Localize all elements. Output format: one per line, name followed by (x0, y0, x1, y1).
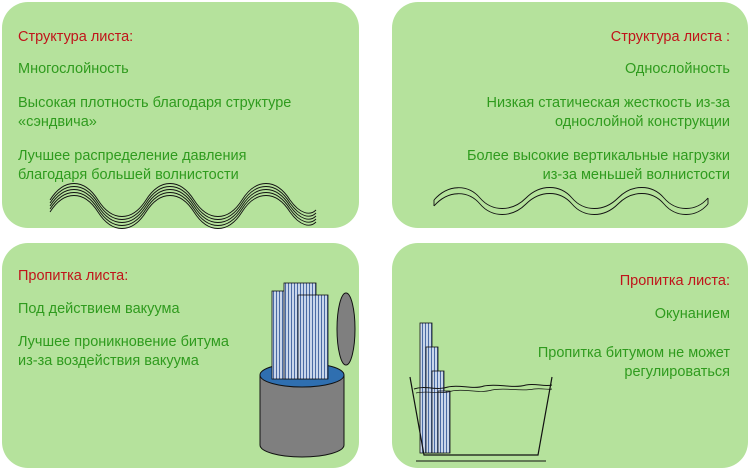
panel-text-line: из-за воздействия вакуума (18, 353, 199, 369)
panel-multilayer-structure: Структура листа: Многослойность Высокая … (2, 2, 359, 229)
panel-text-line: Под действием вакуума (18, 301, 180, 317)
panel-heading: Пропитка листа: (619, 273, 730, 289)
panel-text-line: благодаря большей волнистости (18, 167, 239, 183)
dip-tank-illustration (409, 322, 553, 462)
panel-text-line: «сэндвича» (18, 114, 97, 130)
singlelayer-wave-illustration (433, 187, 709, 215)
panel-heading: Структура листа: (18, 29, 134, 45)
panel-text-line: регулироваться (624, 364, 730, 380)
panel-text-line: однослойной конструкции (555, 114, 730, 130)
panel-singlelayer-structure: Структура листа : Однослойность Низкая с… (392, 2, 748, 228)
panel-text-line: Многослойность (18, 61, 129, 77)
panel-dip-impregnation: Пропитка листа: Окунанием Пропитка битум… (392, 243, 748, 468)
panel-text-line: Низкая статическая жесткость из-за (486, 95, 730, 111)
panel-text-line: Пропитка битумом не может (537, 345, 730, 361)
panel-text-line: Лучшее распределение давления (18, 148, 247, 164)
vacuum-drum-illustration (259, 282, 356, 458)
panel-heading: Структура листа : (610, 29, 730, 45)
panel-text-line: из-за меньшей волнистости (542, 167, 730, 183)
panel-text-line: Лучшее проникновение битума (18, 334, 229, 350)
panel-heading: Пропитка листа: (18, 268, 129, 284)
multilayer-wave-illustration (49, 183, 317, 229)
panel-text-line: Окунанием (654, 306, 730, 322)
panel-text-line: Однослойность (624, 61, 730, 77)
panel-vacuum-impregnation: Пропитка листа: Под действием вакуума Лу… (2, 243, 359, 468)
panel-text-line: Более высокие вертикальные нагрузки (467, 148, 730, 164)
panel-text-line: Высокая плотность благодаря структуре (18, 95, 292, 111)
